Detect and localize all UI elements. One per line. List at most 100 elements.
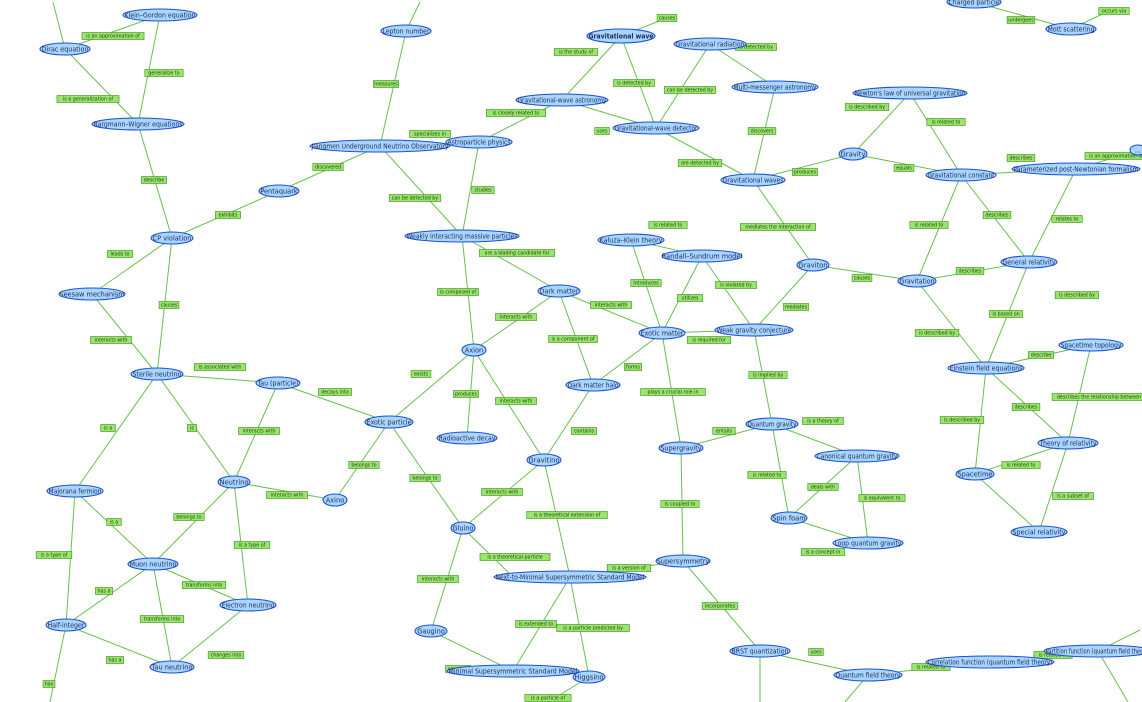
- node-shape[interactable]: [130, 367, 184, 381]
- node-shape[interactable]: [45, 618, 87, 632]
- node-shape[interactable]: [461, 343, 487, 357]
- node-brst[interactable]: BRST quantization: [729, 644, 791, 658]
- node-shape[interactable]: [947, 361, 1025, 375]
- node-partition-function[interactable]: Partition function (quantum field theory…: [1043, 644, 1142, 658]
- node-gaugino[interactable]: Gaugino: [414, 624, 448, 638]
- node-shape[interactable]: [655, 554, 711, 568]
- node-einstein-field[interactable]: Einstein field equations: [947, 361, 1025, 375]
- node-shape[interactable]: [925, 168, 997, 182]
- node-shape[interactable]: [1043, 644, 1142, 658]
- node-partial-node[interactable]: ...: [1129, 144, 1142, 156]
- node-spacetime-topology[interactable]: Spacetime topology: [1058, 338, 1124, 352]
- node-shape[interactable]: [450, 521, 476, 535]
- node-shape[interactable]: [446, 664, 580, 678]
- node-axino[interactable]: Axino: [322, 493, 348, 507]
- node-dirac[interactable]: Dirac equation: [39, 42, 91, 56]
- node-shape[interactable]: [1011, 162, 1141, 176]
- node-spacetime[interactable]: Spacetime: [955, 467, 995, 481]
- node-half-integer[interactable]: Half-integer: [45, 618, 87, 632]
- node-sterile-neutrino[interactable]: Sterile neutrino: [130, 367, 184, 381]
- node-mssm[interactable]: Minimal Supersymmetric Standard Model: [446, 664, 580, 678]
- node-shape[interactable]: [1037, 436, 1099, 450]
- node-bargmann-wigner[interactable]: Bargmann–Wigner equations: [91, 117, 185, 131]
- node-shape[interactable]: [597, 233, 665, 247]
- node-theory-of-relativity[interactable]: Theory of relativity: [1037, 436, 1099, 450]
- node-charged-particle[interactable]: Charged particle: [946, 0, 1002, 9]
- node-shape[interactable]: [436, 431, 498, 445]
- node-shape[interactable]: [925, 655, 1055, 669]
- node-dark-matter[interactable]: Dark matter: [537, 284, 581, 298]
- node-shape[interactable]: [91, 117, 185, 131]
- node-electron-neutrino[interactable]: Electron neutrino: [219, 598, 277, 612]
- node-shape[interactable]: [364, 415, 414, 429]
- node-shape[interactable]: [572, 670, 606, 684]
- node-shape[interactable]: [1045, 22, 1097, 36]
- node-gravitino[interactable]: Gravitino: [526, 453, 562, 467]
- node-shape[interactable]: [1000, 255, 1058, 269]
- node-ppn[interactable]: Parameterized post-Newtonian formalism: [1011, 162, 1141, 176]
- node-shape[interactable]: [832, 536, 904, 550]
- node-mott-scattering[interactable]: Mott scattering: [1045, 22, 1097, 36]
- node-seesaw[interactable]: Seesaw mechanism: [58, 287, 126, 301]
- node-pentaquark[interactable]: Pentaquark: [258, 184, 300, 198]
- node-shape[interactable]: [833, 668, 903, 682]
- node-shape[interactable]: [770, 511, 808, 525]
- node-multi-messenger[interactable]: Multi-messenger astronomy: [731, 80, 819, 94]
- node-exotic-matter[interactable]: Exotic matter: [638, 326, 686, 340]
- node-shape[interactable]: [714, 323, 794, 337]
- node-supergravity[interactable]: Supergravity: [658, 441, 704, 455]
- node-gravitational-waves[interactable]: Gravitational waves: [720, 173, 786, 187]
- node-shape[interactable]: [729, 644, 791, 658]
- node-shape[interactable]: [322, 493, 348, 507]
- node-gluino[interactable]: Gluino: [450, 521, 476, 535]
- node-neutrino[interactable]: Neutrino: [217, 475, 251, 489]
- node-shape[interactable]: [537, 284, 581, 298]
- node-graviton[interactable]: Graviton: [796, 258, 830, 272]
- node-shape[interactable]: [731, 80, 819, 94]
- node-shape[interactable]: [1058, 338, 1124, 352]
- node-shape[interactable]: [380, 24, 432, 38]
- node-shape[interactable]: [493, 570, 647, 584]
- node-randall-sundrum[interactable]: Randall–Sundrum model: [661, 249, 743, 263]
- node-shape[interactable]: [122, 8, 198, 22]
- node-shape[interactable]: [1010, 525, 1068, 539]
- node-shape[interactable]: [219, 598, 277, 612]
- node-shape[interactable]: [526, 453, 562, 467]
- node-shape[interactable]: [955, 467, 995, 481]
- node-shape[interactable]: [309, 139, 451, 153]
- node-supersymmetry[interactable]: Supersymmetry: [655, 554, 711, 568]
- node-shape[interactable]: [638, 326, 686, 340]
- node-dark-matter-halo[interactable]: Dark matter halo: [565, 378, 621, 392]
- node-gangmen[interactable]: Jiangmen Underground Neutrino Observator…: [309, 139, 451, 153]
- node-special-relativity[interactable]: Special relativity: [1010, 525, 1068, 539]
- node-shape[interactable]: [127, 557, 179, 571]
- node-shape[interactable]: [661, 249, 743, 263]
- node-shape[interactable]: [515, 93, 609, 107]
- node-newtons-law[interactable]: Newton's law of universal gravitation: [852, 86, 968, 100]
- node-shape[interactable]: [586, 28, 656, 44]
- node-shape[interactable]: [720, 173, 786, 187]
- node-shape[interactable]: [946, 0, 1002, 9]
- node-canonical-qg[interactable]: Canonical quantum gravity: [814, 449, 900, 463]
- node-quantum-gravity[interactable]: Quantum gravity: [745, 417, 799, 431]
- node-gw-astronomy[interactable]: Gravitational-wave astronomy: [515, 93, 609, 107]
- node-majorana[interactable]: Majorana fermion: [46, 484, 104, 498]
- node-shape[interactable]: [897, 274, 937, 288]
- node-radioactive-decay[interactable]: Radioactive decay: [436, 431, 498, 445]
- node-astroparticle[interactable]: Astroparticle physics: [445, 135, 513, 149]
- node-shape[interactable]: [565, 378, 621, 392]
- node-lepton-number[interactable]: Lepton number: [380, 24, 432, 38]
- node-gravitational-wave[interactable]: Gravitational wave: [586, 28, 656, 44]
- node-gw-detector[interactable]: Gravitational-wave detector: [612, 121, 700, 135]
- node-shape[interactable]: [852, 86, 968, 100]
- node-tau-particle[interactable]: Tau (particle): [255, 376, 301, 390]
- node-wimp[interactable]: Weakly interacting massive particles: [404, 229, 520, 243]
- node-shape[interactable]: [673, 37, 747, 51]
- node-shape[interactable]: [58, 287, 126, 301]
- node-quantum-field-theory[interactable]: Quantum field theory: [833, 668, 903, 682]
- node-general-relativity[interactable]: General relativity: [1000, 255, 1058, 269]
- node-gravitation[interactable]: Gravitation: [897, 274, 937, 288]
- node-shape[interactable]: [149, 660, 195, 674]
- node-nmssm[interactable]: Next-to-Minimal Supersymmetric Standard …: [493, 570, 647, 584]
- node-shape[interactable]: [1129, 144, 1142, 156]
